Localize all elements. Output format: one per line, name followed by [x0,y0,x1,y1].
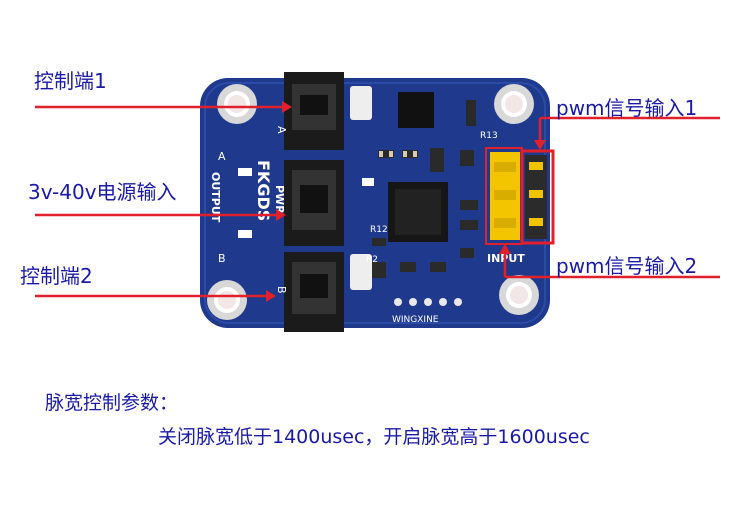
bottom-pins [394,298,462,306]
mounting-hole-top-right [494,84,534,124]
label-control-1: 控制端1 [34,69,107,93]
silk-r13: R13 [480,131,498,141]
arrow-pwm-input-2 [499,244,720,279]
label-pwm-input-2: pwm信号输入2 [556,254,698,278]
small-connector [350,86,372,120]
smd-resistors [379,151,417,157]
notes-detail: 关闭脉宽低于1400usec，开启脉宽高于1600usec [158,426,590,448]
silk-output: OUTPUT [209,172,222,223]
silk-pwr: PWR [273,185,286,214]
connector-b [284,252,344,332]
ic-top [398,92,434,128]
silk-r2: R2 [366,255,378,265]
arrow-control-2 [35,290,276,302]
silk-a-right: A [275,126,288,134]
notes-title: 脉宽控制参数： [45,392,179,414]
silk-a-left: A [218,150,226,163]
mounting-hole-bottom-left [207,280,247,320]
arrow-power-input [35,209,286,221]
silk-brand: WINGXINE [392,315,439,325]
input-header [490,152,547,240]
label-pwm-input-1: pwm信号输入1 [556,96,698,120]
led-b [238,230,252,238]
led-a [238,168,252,176]
silk-b-left: B [218,252,226,265]
small-connector-2 [350,254,372,290]
connector-power [284,160,344,246]
mounting-hole-top-left [217,84,257,124]
connector-a [284,72,344,150]
mounting-hole-bottom-right [499,275,539,315]
led-pwr [362,178,374,186]
highlight-pwm2 [485,147,523,245]
label-control-2: 控制端2 [20,264,93,288]
silk-r12: R12 [370,225,388,235]
label-power-input: 3v-40v电源输入 [28,180,177,204]
arrow-control-1 [35,101,292,113]
silk-pins: FKGDS [254,160,273,221]
arrow-pwm-input-1 [534,116,720,150]
silk-b-right: B [275,286,288,294]
smd-components [372,100,478,278]
